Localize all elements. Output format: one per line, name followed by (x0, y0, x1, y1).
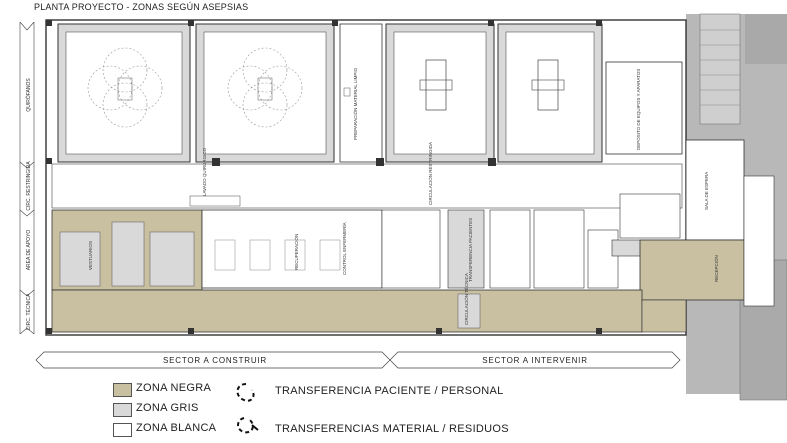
label-vestuarios: VESTUARIOS (88, 241, 93, 270)
operating-room-3 (385, 23, 495, 163)
zona-blanca-label: ZONA BLANCA (136, 422, 217, 434)
zona-gris-label: ZONA GRIS (136, 402, 199, 414)
support-area (51, 193, 689, 291)
label-preparacion: PREPARACIÓN MATERIAL LIMPIO (352, 67, 358, 140)
transfer-material-label: TRANSFERENCIAS MATERIAL / RESIDUOS (275, 423, 509, 435)
zona-blanca-swatch (113, 423, 132, 437)
sector-construir-label: SECTOR A CONSTRUIR (163, 356, 267, 365)
axis-label-quirofanos: QUIRÓFANOS (25, 78, 32, 112)
left-axis: QUIRÓFANOS CIRC. RESTRINGIDA AREA DE APO… (19, 21, 35, 335)
plan-title: PLANTA PROYECTO - ZONAS SEGÚN ASEPSIAS (34, 2, 249, 12)
zona-gris-swatch (113, 403, 132, 417)
label-circ-tecnica: CIRCULACIÓN TÉCNICA (463, 273, 469, 325)
label-recuperacion: RECUPERACIÓN (293, 234, 299, 270)
patient-transfer (447, 209, 485, 289)
zona-negra-label: ZONA NEGRA (136, 382, 212, 394)
dashed-cross-loop-icon (237, 417, 259, 434)
operating-room-1 (57, 23, 191, 163)
label-deposito: DEPÓSITO DE EQUIPOS Y APARATOS (635, 69, 641, 150)
dashed-loop-icon (236, 383, 255, 402)
axis-label-area-apoyo: AREA DE APOYO (26, 230, 32, 271)
structural-columns (46, 20, 602, 334)
stair-lines (700, 29, 740, 106)
waiting-room (685, 139, 745, 241)
label-control-enfermeria: CONTROL ENFERMERÍA (341, 222, 347, 275)
preparation-strip (339, 23, 383, 163)
axis-label-circ-restringida: CIRC. RESTRINGIDA (26, 161, 32, 211)
operating-room-2 (195, 23, 335, 163)
axis-label-circ-tecnica: CIRC. TÉCNICA (25, 293, 32, 331)
label-circ-restringida: CIRCULACIÓN RESTRINGIDA (427, 142, 433, 205)
deposit-room (605, 61, 683, 155)
restricted-corridor (51, 163, 683, 209)
technical-corridor (51, 289, 643, 333)
transfer-patient-label: TRANSFERENCIA PACIENTE / PERSONAL (275, 385, 504, 397)
label-lavado: LAVADO QUIRÚRGICO (201, 147, 207, 196)
sector-intervenir-label: SECTOR A INTERVENIR (482, 356, 588, 365)
label-recepcion: RECEPCIÓN (713, 255, 719, 282)
label-transferencia: TRANSFERENCIA PACIENTES (468, 218, 473, 282)
sector-bar-intervenir: SECTOR A INTERVENIR (389, 351, 681, 369)
reception (639, 239, 745, 301)
zona-negra-swatch (113, 383, 132, 397)
operating-room-4 (497, 23, 603, 163)
label-sala-espera: SALA DE ESPERA (704, 172, 709, 210)
sector-bar-construir: SECTOR A CONSTRUIR (35, 351, 391, 369)
recovery-room (201, 209, 383, 289)
